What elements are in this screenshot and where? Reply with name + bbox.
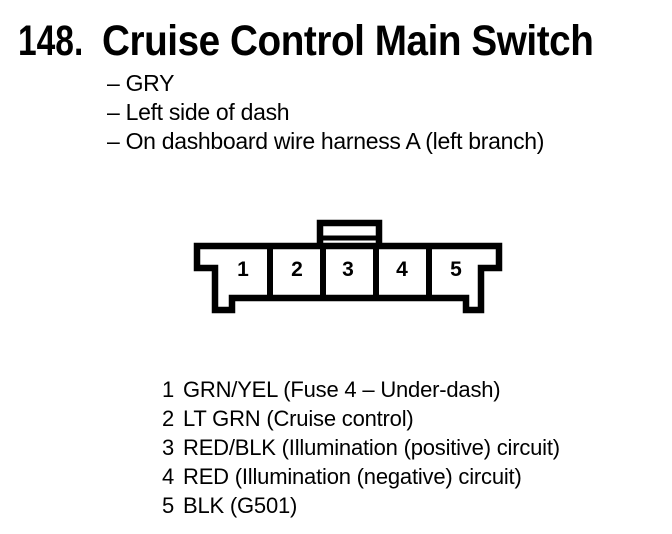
note-list: – GRY – Left side of dash – On dashboard… xyxy=(107,69,544,156)
pin-number: 4 xyxy=(161,464,174,489)
pin-number: 2 xyxy=(161,406,174,431)
pin-legend: 1 GRN/YEL (Fuse 4 – Under-dash) 2 LT GRN… xyxy=(144,375,560,520)
pin-row: 2 LT GRN (Cruise control) xyxy=(144,404,560,433)
cavity-number-2: 2 xyxy=(291,258,303,281)
pin-row: 1 GRN/YEL (Fuse 4 – Under-dash) xyxy=(144,375,560,404)
pin-description: RED (Illumination (negative) circuit) xyxy=(183,464,522,489)
page-title: 148. Cruise Control Main Switch xyxy=(18,20,648,63)
pin-number: 5 xyxy=(161,493,174,518)
note-location: – Left side of dash xyxy=(107,99,290,125)
cavity-number-3: 3 xyxy=(342,258,354,281)
connector-key-tab xyxy=(316,219,383,246)
pin-description: BLK (G501) xyxy=(183,493,298,518)
cavity-number-4: 4 xyxy=(396,258,408,281)
note-wire-color: – GRY xyxy=(107,70,175,96)
cavity-number-5: 5 xyxy=(450,258,462,281)
pin-description: GRN/YEL (Fuse 4 – Under-dash) xyxy=(183,377,501,402)
pin-row: 3 RED/BLK (Illumination (positive) circu… xyxy=(144,433,560,462)
pin-number: 3 xyxy=(161,435,174,460)
pin-row: 4 RED (Illumination (negative) circuit) xyxy=(144,462,560,491)
cavity-number-1: 1 xyxy=(237,258,249,281)
connector-diagram: 1 2 3 4 5 xyxy=(193,219,503,314)
cavity-dividers xyxy=(267,246,432,298)
pin-description: RED/BLK (Illumination (positive) circuit… xyxy=(183,435,560,460)
pin-number: 1 xyxy=(161,377,174,402)
connector-outline xyxy=(193,242,503,314)
item-number: 148. xyxy=(18,17,84,65)
note-harness: – On dashboard wire harness A (left bran… xyxy=(107,128,545,154)
pin-row: 5 BLK (G501) xyxy=(144,491,560,520)
title-text: Cruise Control Main Switch xyxy=(101,17,594,65)
pin-description: LT GRN (Cruise control) xyxy=(183,406,414,431)
